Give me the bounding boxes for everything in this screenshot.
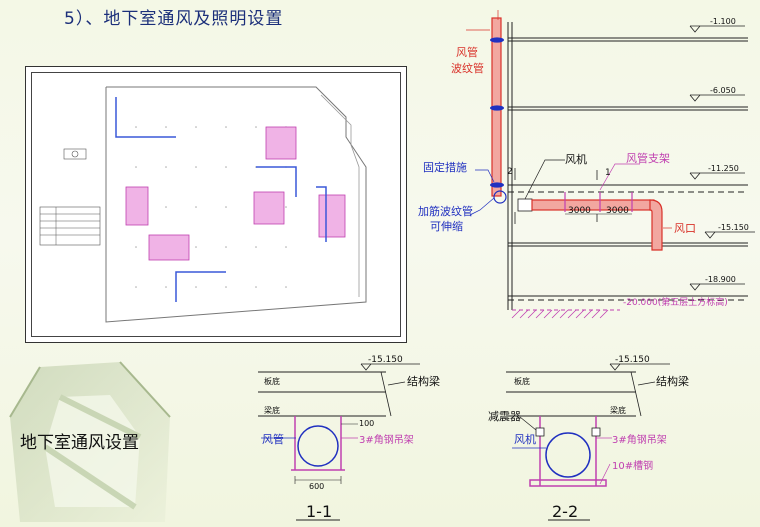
elev-label-2: -6.050	[710, 86, 736, 95]
section-mark-1-top: 1	[605, 168, 611, 178]
floor-plan-svg	[39, 86, 367, 323]
building-decoration	[9, 361, 171, 522]
detail-1-elevation: -15.150	[368, 355, 403, 365]
fan-label: 风机	[565, 153, 587, 166]
fixing-label: 固定措施	[423, 161, 467, 174]
detail-1-top-label: 板底	[264, 377, 280, 386]
detail-2-caption: 2-2	[552, 502, 579, 521]
span-dimension-2: 3000	[606, 206, 629, 216]
outlet-label: 风口	[674, 222, 696, 235]
elev-label-1: -1.100	[710, 17, 736, 26]
detail-2-hanger-label: 3#角钢吊架	[612, 435, 667, 446]
side-label: 地下室通风设置	[20, 433, 139, 453]
elev-label-5: -18.900	[705, 275, 736, 284]
detail-1-dim-600: 600	[309, 482, 325, 491]
duct-label: 风管	[456, 46, 478, 59]
corrugated-pipe-label: 波纹管	[451, 62, 484, 75]
detail-1-hanger-label: 3#角钢吊架	[359, 435, 414, 446]
page-title: 5）、地下室通风及照明设置	[64, 9, 284, 29]
detail-2-beam-label: 结构梁	[656, 375, 689, 388]
detail-1-caption: 1-1	[306, 502, 333, 521]
detail-2-damper-label: 减震器	[488, 410, 521, 423]
span-dimension-1: 3000	[568, 206, 591, 216]
detail-2-fan-label: 风机	[514, 433, 536, 446]
detail-2-channel-label: 10#槽钢	[612, 461, 654, 472]
reinforced-pipe-label: 加筋波纹管	[418, 205, 473, 218]
soil-elevation-label: -20.000(第五层土方标高)	[623, 298, 728, 308]
detail-1-dim-100: 100	[359, 419, 375, 428]
elev-label-3: -11.250	[708, 164, 739, 173]
section-mark-2-top: 2	[507, 167, 513, 177]
detail-1-bottom-label: 梁底	[264, 406, 280, 415]
elev-label-4: -15.150	[718, 223, 749, 232]
detail-2-top-label: 板底	[514, 377, 530, 386]
detail-2-elevation: -15.150	[615, 355, 650, 365]
detail-1-beam-label: 结构梁	[407, 375, 440, 388]
detail-2-bottom-label: 梁底	[610, 406, 626, 415]
telescopic-label: 可伸缩	[430, 220, 463, 233]
duct-support-label: 风管支架	[626, 152, 670, 165]
floor-plan-drawing	[25, 66, 407, 343]
detail-1-duct-label: 风管	[262, 433, 284, 446]
